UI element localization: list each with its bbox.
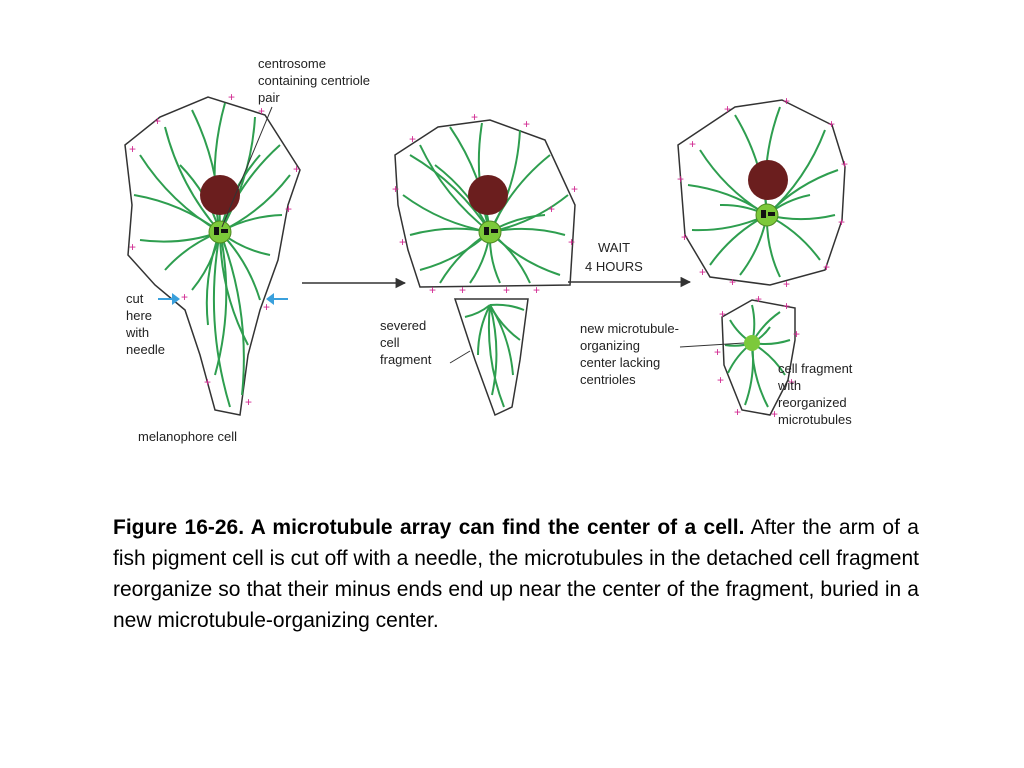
- plus-end-marker: +: [263, 300, 270, 314]
- reorganized-label: cell fragment with reorganized microtubu…: [777, 361, 856, 427]
- plus-end-marker: +: [409, 132, 416, 146]
- plus-end-marker: +: [793, 327, 800, 341]
- plus-end-marker: +: [399, 235, 406, 249]
- centrosome: [208, 220, 232, 244]
- plus-end-marker: +: [828, 117, 835, 131]
- plus-end-marker: +: [471, 110, 478, 124]
- plus-end-marker: +: [154, 114, 161, 128]
- plus-end-marker: +: [681, 230, 688, 244]
- plus-end-marker: +: [568, 235, 575, 249]
- centrosome: [478, 220, 502, 244]
- plus-end-marker: +: [755, 292, 762, 306]
- plus-end-marker: +: [724, 102, 731, 116]
- plus-end-marker: +: [677, 172, 684, 186]
- new-mtoc: [744, 335, 760, 351]
- microtubule: [419, 144, 491, 233]
- nucleus: [468, 175, 508, 215]
- plus-end-marker: +: [689, 137, 696, 151]
- plus-end-marker: +: [699, 265, 706, 279]
- plus-end-marker: +: [788, 375, 795, 389]
- plus-end-marker: +: [729, 275, 736, 289]
- new-mtoc-label: new microtubule- organizing center lacki…: [580, 321, 683, 387]
- microtubule: [489, 304, 498, 396]
- cut-arrow-right: [266, 293, 288, 305]
- cut-cell: + + + + + + + + + + + +: [392, 110, 578, 297]
- figure-caption: Figure 16-26. A microtubule array can fi…: [113, 512, 919, 636]
- plus-end-marker: +: [392, 182, 399, 196]
- fragment-outline: [721, 299, 796, 416]
- centriole-pair: [214, 227, 228, 235]
- plus-end-marker: +: [734, 405, 741, 419]
- severed-leader: [449, 350, 471, 364]
- plus-end-marker: +: [719, 307, 726, 321]
- plus-end-marker: +: [285, 202, 292, 216]
- microtubule-figure: +++++++++++ centrosome containing centri…: [120, 55, 890, 455]
- caption-title: Figure 16-26. A microtubule array can fi…: [113, 516, 745, 539]
- plus-end-marker: +: [714, 345, 721, 359]
- plus-end-marker: +: [181, 290, 188, 304]
- plus-end-marker: +: [838, 215, 845, 229]
- microtubule: [191, 109, 222, 233]
- plus-end-marker: +: [129, 142, 136, 156]
- centriole-pair: [484, 227, 498, 235]
- nucleus: [748, 160, 788, 200]
- cut-arrow-left: [158, 293, 180, 305]
- plus-end-marker: +: [771, 407, 778, 421]
- reorganized-fragment: +++++++++: [714, 292, 800, 421]
- plus-end-marker: +: [823, 260, 830, 274]
- microtubule-array: [464, 303, 525, 408]
- microtubule: [409, 154, 491, 233]
- centrosome-leader: [221, 106, 273, 228]
- plus-end-marker: +: [459, 283, 466, 297]
- microtubule: [489, 304, 521, 341]
- microtubule: [219, 231, 245, 396]
- centrosome: [755, 203, 779, 227]
- nucleus: [200, 175, 240, 215]
- centrosome-label: centrosome containing centriole pair: [258, 56, 374, 105]
- microtubule: [487, 304, 505, 408]
- recovered-cell: + + + + + + + + + + + +: [677, 94, 848, 291]
- microtubule: [477, 304, 491, 356]
- plus-end-marker: +: [293, 162, 300, 176]
- microtubule: [164, 126, 221, 233]
- microtubule: [489, 303, 525, 311]
- plus-end-marker: +: [717, 373, 724, 387]
- plus-end-marker: +: [533, 283, 540, 297]
- microtubule: [212, 231, 231, 408]
- plus-end-marker: +: [548, 202, 555, 216]
- plus-end-marker: +: [129, 240, 136, 254]
- plus-end-marker: +: [245, 395, 252, 409]
- plus-end-marker: +: [783, 299, 790, 313]
- microtubule: [139, 154, 221, 233]
- microtubule-array: + + + + + + + + + + +: [129, 90, 300, 409]
- microtubule: [213, 102, 226, 233]
- microtubule: [464, 304, 491, 318]
- plus-end-marker: +: [571, 182, 578, 196]
- plus-end-marker: +: [503, 283, 510, 297]
- severed-label: severed cell fragment: [380, 318, 432, 367]
- plus-end-marker: +: [228, 90, 235, 104]
- wait-label: WAIT 4 HOURS: [585, 240, 643, 274]
- plus-end-marker: +: [783, 94, 790, 108]
- melanophore-label: melanophore cell: [138, 429, 237, 444]
- new-mtoc-leader: [679, 342, 745, 348]
- plus-end-marker: +: [523, 117, 530, 131]
- plus-end-marker: +: [258, 104, 265, 118]
- centriole-pair: [761, 210, 775, 218]
- plus-end-marker: +: [783, 277, 790, 291]
- plus-end-marker: +: [841, 157, 848, 171]
- severed-fragment: [453, 298, 529, 417]
- caption-body: After the arm of a fish pigment cell is …: [113, 516, 919, 632]
- cut-label: cut here with needle: [125, 291, 165, 357]
- melanophore-cell: + + + + + + + + + + +: [124, 90, 301, 416]
- microtubule: [449, 126, 491, 233]
- plus-end-marker: +: [429, 283, 436, 297]
- microtubule: [214, 231, 228, 376]
- plus-end-marker: +: [204, 375, 211, 389]
